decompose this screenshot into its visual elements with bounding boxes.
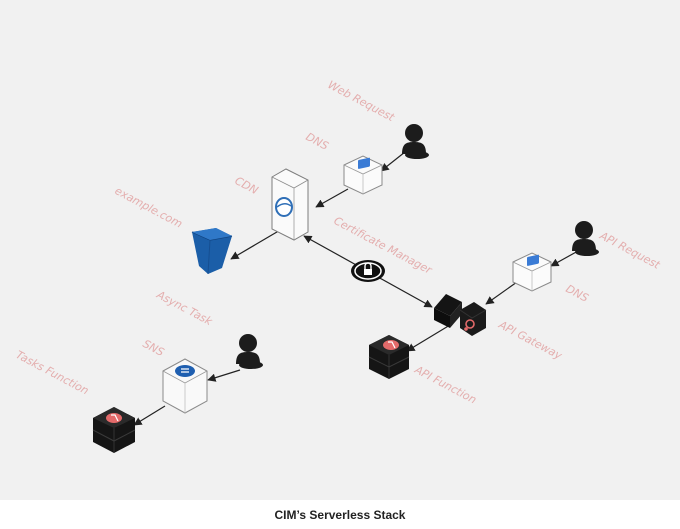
label-dns-top: DNS (304, 130, 331, 153)
certificate-lock-icon (351, 260, 385, 282)
label-async-task: Async Task (154, 288, 215, 329)
label-api-request: API Request (597, 229, 663, 272)
label-api-function: API Function (412, 363, 479, 407)
s3-bucket-icon (191, 228, 233, 275)
cdn-icon (271, 168, 309, 241)
sns-icon (162, 358, 208, 414)
arrow-dns-to-cdn (315, 188, 349, 208)
arrow-web-to-dns (380, 151, 406, 172)
label-web-request: Web Request (326, 78, 397, 124)
label-cdn: CDN (233, 174, 261, 197)
arrow-api-user-to-dns (550, 250, 579, 267)
label-sns: SNS (141, 337, 167, 359)
arrow-cdn-to-bucket (230, 228, 283, 260)
label-api-gateway: API Gateway (496, 318, 565, 363)
arrow-gateway-to-function (406, 324, 451, 352)
architecture-diagram: Web Request DNS CDN example.com Certific… (0, 0, 680, 500)
web-request-user-icon (402, 124, 429, 159)
api-gateway-icon (434, 294, 487, 336)
async-task-user-icon (236, 334, 263, 369)
tasks-function-lambda-icon (92, 407, 136, 453)
label-example-com: example.com (113, 184, 185, 230)
figure-caption: CIM’s Serverless Stack (274, 508, 406, 522)
arrow-sns-to-tasks (133, 405, 166, 426)
dns-right-icon (512, 252, 552, 292)
connectors (133, 151, 579, 426)
arrow-async-to-sns (207, 369, 241, 382)
dns-top-icon (343, 155, 383, 195)
label-tasks-function: Tasks Function (14, 348, 91, 397)
api-function-lambda-icon (368, 335, 410, 379)
arrow-dns-to-gateway (485, 281, 518, 305)
label-dns-right: DNS (564, 282, 591, 305)
api-request-user-icon (572, 221, 599, 256)
